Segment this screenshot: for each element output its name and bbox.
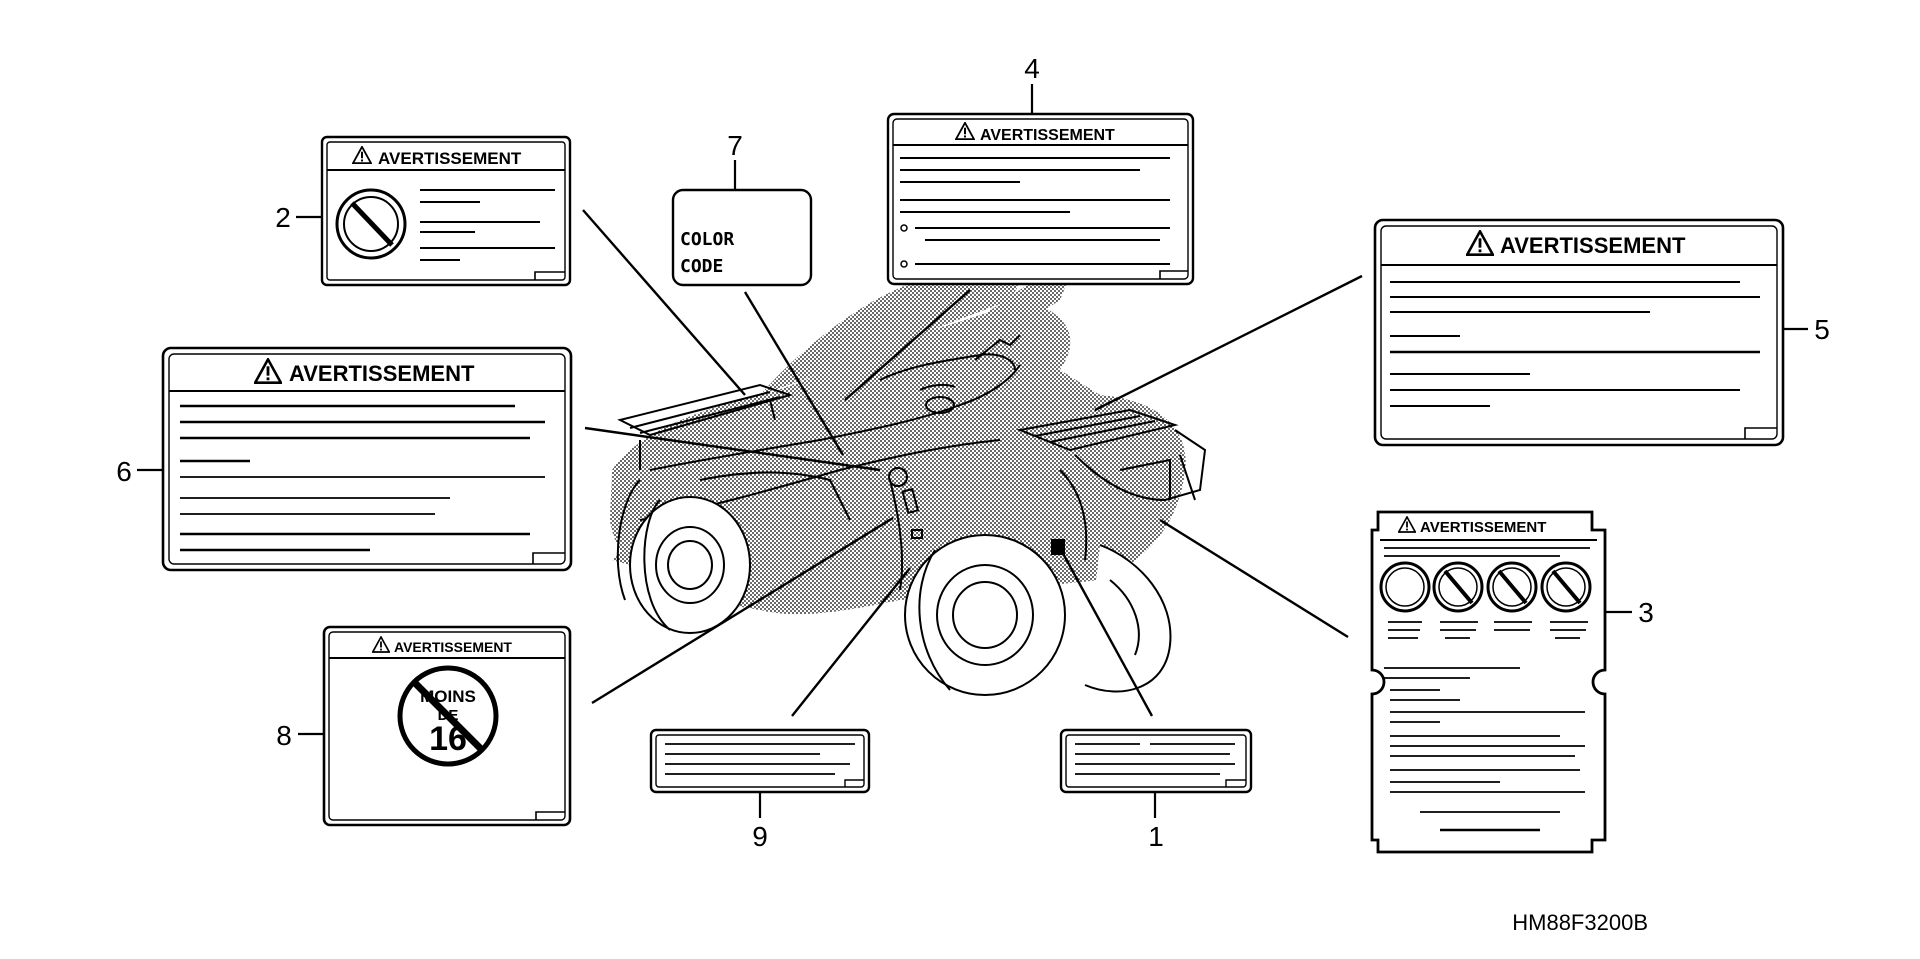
warning-header: AVERTISSEMENT xyxy=(378,149,522,168)
callout-2: 2 xyxy=(275,202,291,233)
warning-label-6: AVERTISSEMENT xyxy=(161,346,573,572)
warning-header: AVERTISSEMENT xyxy=(394,639,512,655)
prohibited-icon xyxy=(335,188,407,260)
callout-9: 9 xyxy=(752,821,768,852)
atv-illustration xyxy=(610,250,1207,696)
callout-5: 5 xyxy=(1814,314,1830,345)
callout-8: 8 xyxy=(276,720,292,751)
warning-header: AVERTISSEMENT xyxy=(1500,233,1686,258)
label-1 xyxy=(1059,728,1253,794)
callout-ticks xyxy=(137,84,1808,818)
diagram-code: HM88F3200B xyxy=(1512,910,1648,935)
color-code-label-7: COLOR CODE xyxy=(671,188,813,287)
prohibited-icons-row xyxy=(1379,561,1592,613)
warning-label-4: AVERTISSEMENT xyxy=(886,112,1195,286)
callout-4: 4 xyxy=(1024,53,1040,84)
warning-header: AVERTISSEMENT xyxy=(289,361,475,386)
label-9 xyxy=(649,728,871,794)
warning-label-5: AVERTISSEMENT xyxy=(1373,218,1785,447)
callout-7: 7 xyxy=(727,130,743,161)
leader-lines xyxy=(582,209,1363,717)
callout-3: 3 xyxy=(1638,597,1654,628)
warning-label-2: AVERTISSEMENT xyxy=(320,135,572,287)
callout-6: 6 xyxy=(116,456,132,487)
warning-label-3: AVERTISSEMENT xyxy=(1370,510,1607,854)
color-code-line-1: COLOR xyxy=(680,229,734,250)
warning-header: AVERTISSEMENT xyxy=(1420,519,1546,536)
under-16-prohibited-icon: MOINS DE 16 xyxy=(397,665,499,767)
warning-label-8: AVERTISSEMENT MOINS DE 16 xyxy=(322,625,572,827)
color-code-line-2: CODE xyxy=(680,256,723,277)
callout-1: 1 xyxy=(1148,821,1164,852)
warning-header: AVERTISSEMENT xyxy=(980,127,1115,144)
